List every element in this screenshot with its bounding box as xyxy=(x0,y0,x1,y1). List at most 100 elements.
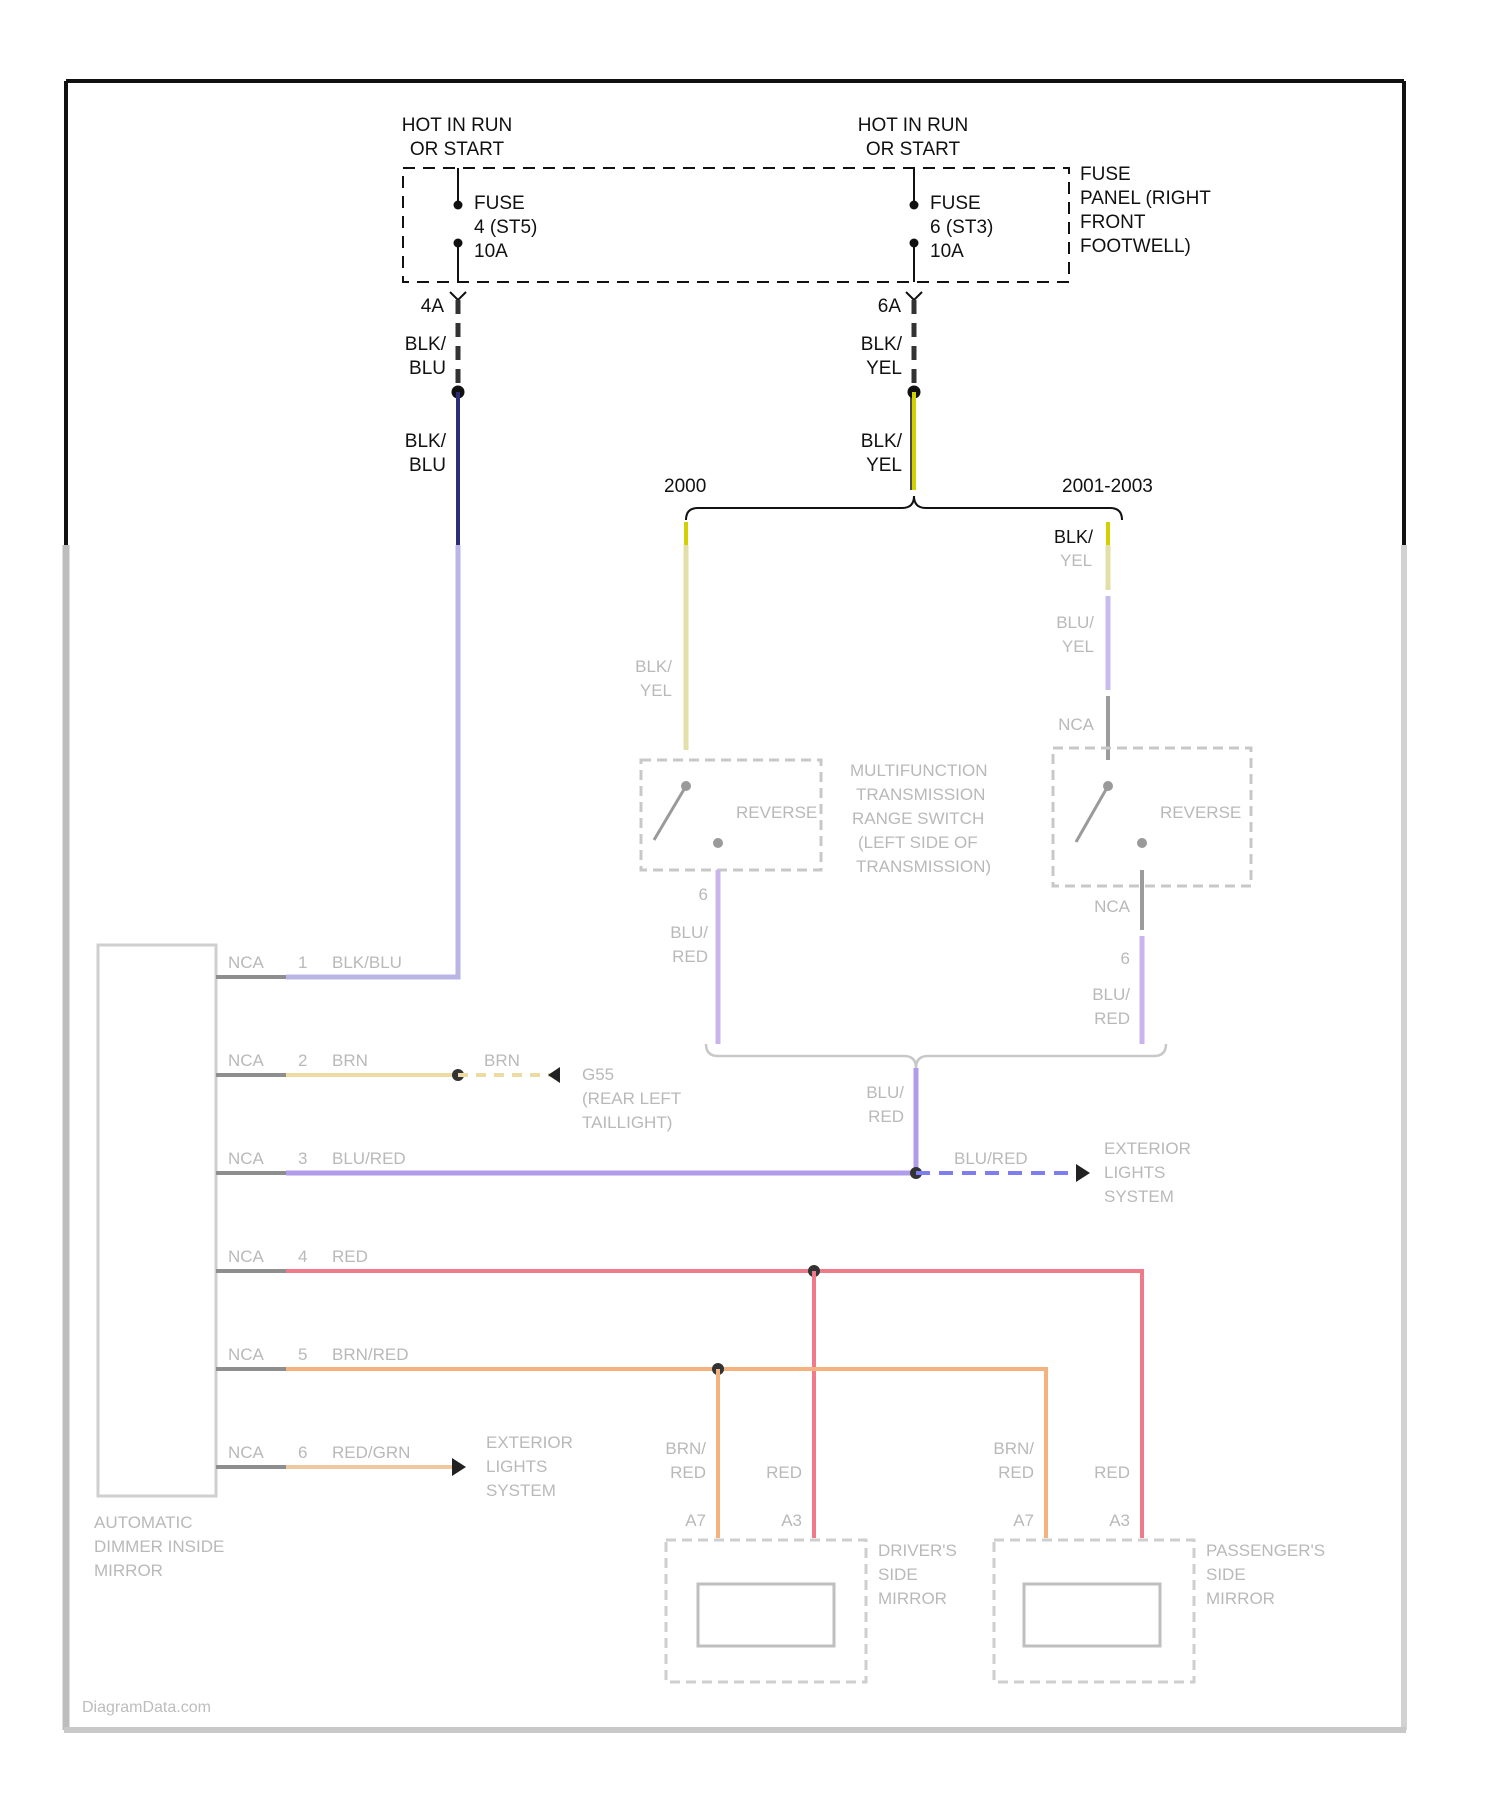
wire-label-blk-yel-2a: BLK/ xyxy=(861,431,903,452)
pas-pin-b: A3 xyxy=(1109,1511,1130,1530)
faded-nca-top: NCA xyxy=(1058,715,1095,734)
drv-wire-a-2: RED xyxy=(670,1463,706,1482)
mirror-row-4-pin: 4 xyxy=(298,1247,307,1266)
wire-label-blk-blu-1b: BLU xyxy=(409,358,446,379)
reverse-right-label: REVERSE xyxy=(1160,803,1241,822)
driver-mirror-box xyxy=(666,1540,866,1682)
faded-g-wire: BRN xyxy=(484,1051,520,1070)
mirror-row-3-conn: NCA xyxy=(228,1149,265,1168)
faded-right-out-1: BLU/ xyxy=(1092,985,1130,1004)
passenger-mirror-element xyxy=(1024,1584,1160,1646)
merge-brace xyxy=(706,1044,1166,1068)
diagram-frame xyxy=(64,81,1406,1730)
ground-arrow-icon xyxy=(548,1067,560,1083)
wire-label-blk-yel-2b: YEL xyxy=(866,455,902,476)
ext-dest-2-3: SYSTEM xyxy=(486,1481,556,1500)
pas-wire-a-2: RED xyxy=(998,1463,1034,1482)
ext-dest-1-2: LIGHTS xyxy=(1104,1163,1165,1182)
mirror-row-6-wire: RED/GRN xyxy=(332,1443,410,1462)
drv-label-2: SIDE xyxy=(878,1565,918,1584)
watermark: DiagramData.com xyxy=(82,1699,211,1716)
mirror-row-4-conn: NCA xyxy=(228,1247,265,1266)
fuse-6-name: FUSE xyxy=(930,193,981,214)
wire-label-2001-1: BLK/ xyxy=(1054,527,1093,547)
year-label-2001-2003: 2001-2003 xyxy=(1062,476,1153,497)
faded-nca-right: NCA xyxy=(1094,897,1131,916)
wire-label-blk-yel-1a: BLK/ xyxy=(861,334,903,355)
mirror-label-3: MIRROR xyxy=(94,1561,163,1580)
ext-dest-2-1: EXTERIOR xyxy=(486,1433,573,1452)
mirror-row-5-wire: BRN/RED xyxy=(332,1345,409,1364)
hot-label-left-2: OR START xyxy=(410,139,505,160)
faded-ext-wire: BLU/RED xyxy=(954,1149,1028,1168)
wire-label-blk-yel-1b: YEL xyxy=(866,358,902,379)
faded-left-out-2: RED xyxy=(672,947,708,966)
fuse-6 xyxy=(910,168,919,282)
reverse-switch-left-icon xyxy=(654,781,723,848)
reverse-switch-right-icon xyxy=(1076,781,1147,848)
mirror-label-1: AUTOMATIC xyxy=(94,1513,193,1532)
wire-row1-blk-blu xyxy=(286,545,458,977)
mirror-row-2-wire: BRN xyxy=(332,1051,368,1070)
ext-dest-1-1: EXTERIOR xyxy=(1104,1139,1191,1158)
faded-wire-left-2: YEL xyxy=(640,681,672,700)
year-branch-brace xyxy=(686,496,1122,520)
fuse-4 xyxy=(454,168,463,282)
fuse-4-name: FUSE xyxy=(474,193,525,214)
drv-wire-a-1: BRN/ xyxy=(665,1439,706,1458)
switch-label-3: RANGE SWITCH xyxy=(852,809,984,828)
wire-label-2001-2: YEL xyxy=(1060,551,1092,570)
switch-label-4: (LEFT SIDE OF xyxy=(858,833,978,852)
fuse-panel-label-2: PANEL (RIGHT xyxy=(1080,188,1211,209)
g-dest-2: (REAR LEFT xyxy=(582,1089,681,1108)
hot-label-left-1: HOT IN RUN xyxy=(402,115,512,136)
faded-wire-right-mid-1: BLU/ xyxy=(1056,613,1094,632)
wire-label-blk-blu-2b: BLU xyxy=(409,455,446,476)
faded-right-out-2: RED xyxy=(1094,1009,1130,1028)
mirror-row-6-pin: 6 xyxy=(298,1443,307,1462)
pas-wire-b: RED xyxy=(1094,1463,1130,1482)
fuse-panel-label-4: FOOTWELL) xyxy=(1080,236,1191,257)
wire-row4-red xyxy=(286,1271,1142,1538)
fuse-panel-label-3: FRONT xyxy=(1080,212,1146,233)
mirror-label-2: DIMMER INSIDE xyxy=(94,1537,224,1556)
drv-wire-b: RED xyxy=(766,1463,802,1482)
mirror-row-1-conn: NCA xyxy=(228,953,265,972)
mirror-row-1-pin: 1 xyxy=(298,953,307,972)
switch-label-2: TRANSMISSION xyxy=(856,785,985,804)
fuse-6-rating: 10A xyxy=(930,241,964,262)
pas-wire-a-1: BRN/ xyxy=(993,1439,1034,1458)
faded-left-out-1: BLU/ xyxy=(670,923,708,942)
switch-label-1: MULTIFUNCTION xyxy=(850,761,988,780)
drv-pin-b: A3 xyxy=(781,1511,802,1530)
ext-arrow-1-icon xyxy=(1076,1164,1090,1182)
faded-wire-right-mid-2: YEL xyxy=(1062,637,1094,656)
connector-4a-icon xyxy=(450,292,466,300)
ext-arrow-2-icon xyxy=(452,1458,466,1476)
reverse-left-label: REVERSE xyxy=(736,803,817,822)
faded-pin-6-left: 6 xyxy=(699,885,708,904)
fuse-4-number: 4 (ST5) xyxy=(474,217,537,238)
mirror-row-3-pin: 3 xyxy=(298,1149,307,1168)
connector-6a-label: 6A xyxy=(878,296,902,317)
mirror-row-2-conn: NCA xyxy=(228,1051,265,1070)
faded-wire-left-1: BLK/ xyxy=(635,657,672,676)
drv-label-3: MIRROR xyxy=(878,1589,947,1608)
hot-label-right-1: HOT IN RUN xyxy=(858,115,968,136)
mirror-row-5-conn: NCA xyxy=(228,1345,265,1364)
hot-label-right-2: OR START xyxy=(866,139,961,160)
faded-pin-6-right: 6 xyxy=(1121,949,1130,968)
mirror-row-2-pin: 2 xyxy=(298,1051,307,1070)
wire-label-blk-blu-1a: BLK/ xyxy=(405,334,447,355)
g-dest-3: TAILLIGHT) xyxy=(582,1113,672,1132)
mirror-row-3-wire: BLU/RED xyxy=(332,1149,406,1168)
connector-6a-icon xyxy=(906,292,922,300)
ext-dest-2-2: LIGHTS xyxy=(486,1457,547,1476)
mirror-row-1-wire: BLK/BLU xyxy=(332,953,402,972)
pas-pin-a: A7 xyxy=(1013,1511,1034,1530)
g-dest-1: G55 xyxy=(582,1065,614,1084)
drv-label-1: DRIVER'S xyxy=(878,1541,957,1560)
mirror-row-4-wire: RED xyxy=(332,1247,368,1266)
ext-dest-1-3: SYSTEM xyxy=(1104,1187,1174,1206)
pas-label-3: MIRROR xyxy=(1206,1589,1275,1608)
